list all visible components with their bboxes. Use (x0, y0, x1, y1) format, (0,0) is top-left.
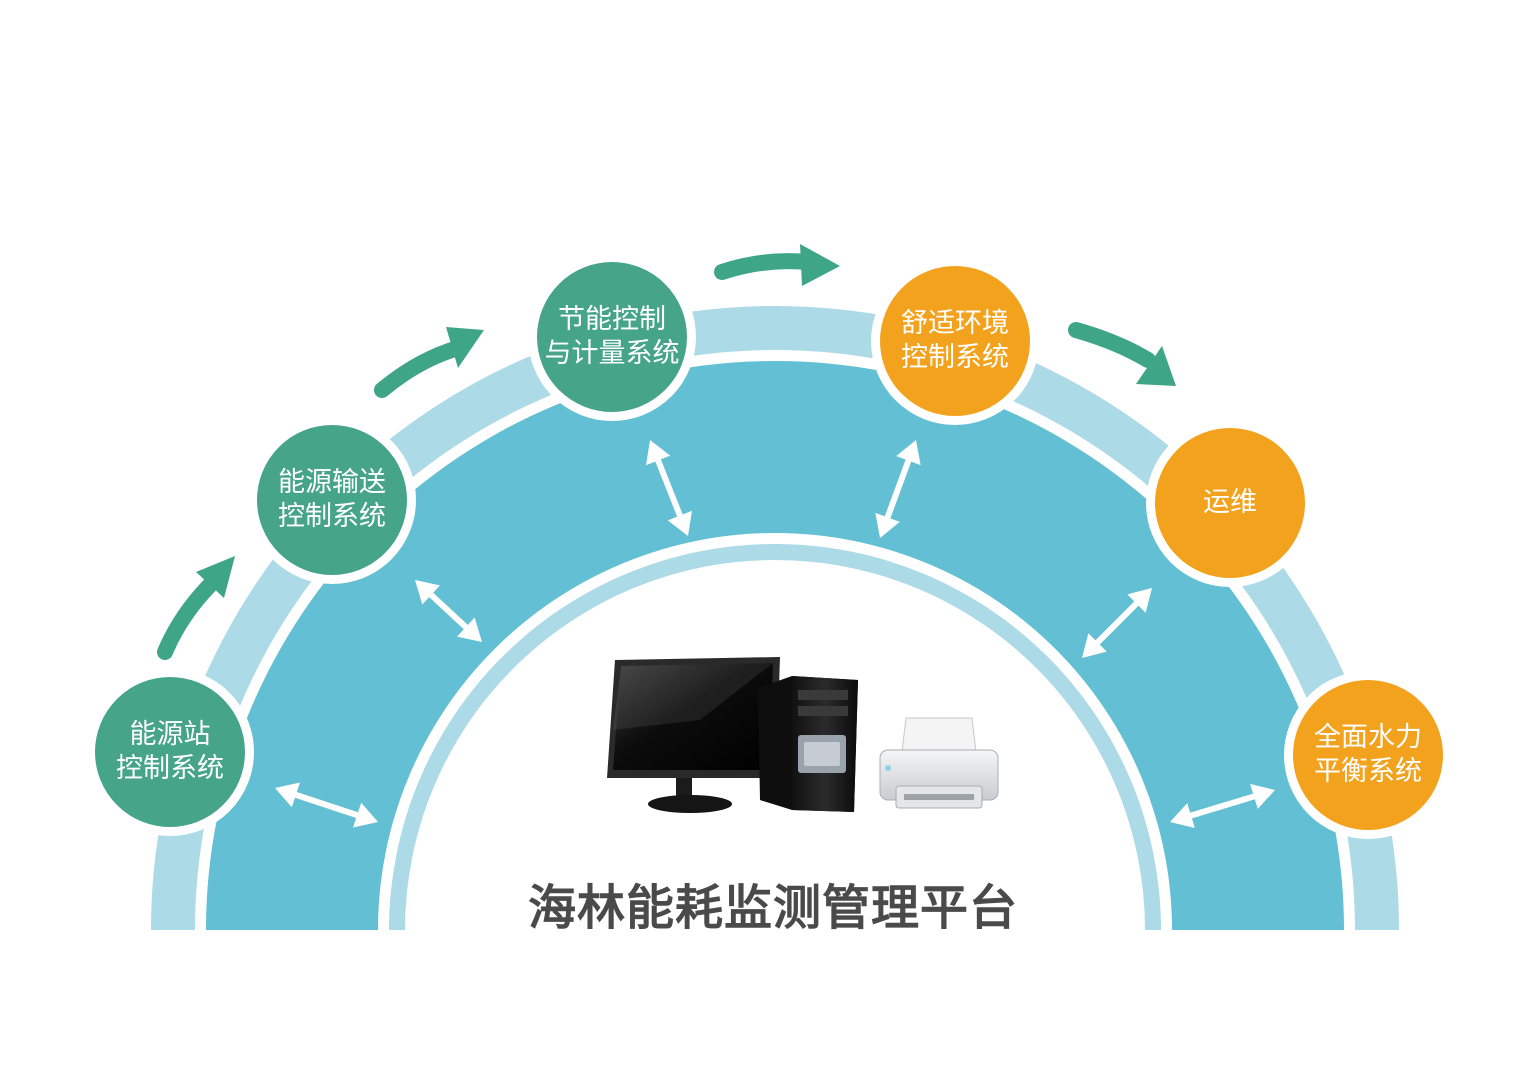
node-label-line: 能源输送 (278, 467, 386, 498)
flow-arrow-head (446, 327, 484, 368)
flow-arrow-shaft (374, 340, 466, 398)
link-arrow-shaft (654, 457, 684, 519)
link-arrow-head (1170, 803, 1195, 829)
monitor-icon (607, 657, 780, 813)
link-arrow-shaft (884, 457, 912, 521)
flow-arrow-shaft (157, 572, 223, 660)
printer-icon (879, 717, 999, 809)
link-arrow-head (667, 510, 692, 536)
link-arrow-head (875, 512, 900, 538)
link-arrow-head (415, 580, 440, 605)
node-label-line: 节能控制 (558, 304, 666, 335)
node-label-line: 控制系统 (116, 753, 224, 784)
link-arrow-shaft (1094, 600, 1140, 646)
node-energy-saving-metering: 节能控制与计量系统 (528, 253, 696, 421)
pc-tower-icon (758, 676, 858, 812)
link-arrow-head (896, 440, 921, 466)
flow-arrow-shaft (714, 253, 816, 280)
link-arrow-head (1127, 588, 1152, 613)
flow-arrow-head (1136, 346, 1176, 386)
node-label-line: 与计量系统 (544, 338, 680, 369)
link-arrows (275, 440, 1275, 829)
node-label-line: 全面水力 (1314, 722, 1422, 753)
node-label-line: 舒适环境 (901, 308, 1009, 339)
link-arrow-head (1250, 783, 1275, 809)
flow-arrows (157, 244, 1176, 660)
node-energy-station: 能源站控制系统 (86, 668, 254, 836)
link-arrow-head (646, 440, 671, 466)
node-label-line: 控制系统 (278, 501, 386, 532)
node-energy-transmission: 能源输送控制系统 (248, 416, 416, 584)
platform-title: 海林能耗监测管理平台 (527, 880, 1018, 936)
node-label-line: 运维 (1203, 487, 1257, 518)
link-arrow-head (275, 782, 300, 808)
link-arrow-shaft (1188, 792, 1257, 820)
flow-arrow-head (196, 556, 235, 598)
link-arrow-shaft (427, 591, 470, 631)
link-arrow-shaft (293, 791, 360, 819)
link-arrow-head (457, 617, 482, 642)
node-hydraulic-balance: 全面水力平衡系统 (1284, 671, 1452, 839)
node-label-line: 平衡系统 (1314, 756, 1422, 787)
link-arrow-head (353, 802, 378, 828)
link-arrow-head (1082, 633, 1107, 658)
node-operation-maintenance: 运维 (1146, 419, 1314, 587)
flow-arrow-head (800, 244, 840, 286)
node-label-line: 能源站 (129, 719, 211, 750)
node-comfort-environment: 舒适环境控制系统 (871, 257, 1039, 425)
node-label-line: 控制系统 (901, 342, 1009, 373)
flow-arrow-shaft (1068, 322, 1156, 368)
